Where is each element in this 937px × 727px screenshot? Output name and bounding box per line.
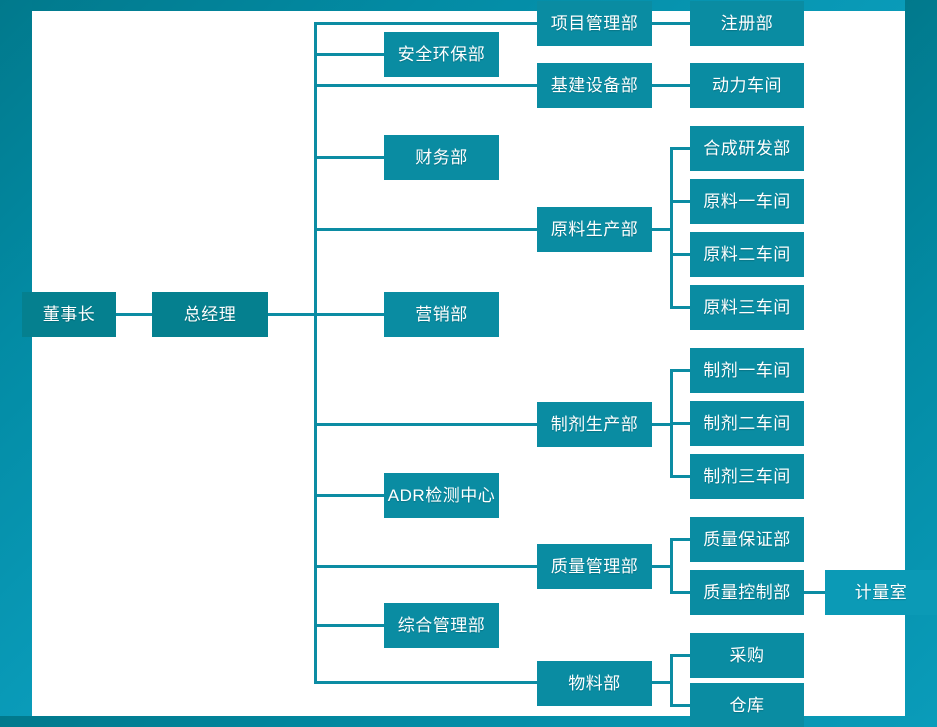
- connector-formprod-formws3: [670, 475, 691, 478]
- connector-trunk-safety: [314, 53, 386, 56]
- node-formulation-workshop-1[interactable]: 制剂一车间: [690, 348, 804, 393]
- frame-top-band: [0, 0, 937, 11]
- connector-quality-qc: [670, 591, 691, 594]
- connector-materialprod-rawws2: [670, 253, 691, 256]
- connector-materials-stem: [651, 681, 673, 684]
- node-general-management[interactable]: 综合管理部: [384, 603, 499, 648]
- connector-trunk-finance: [314, 156, 386, 159]
- connector-trunk-materials: [314, 681, 539, 684]
- connector-trunk-general: [314, 624, 386, 627]
- connector-project-register: [651, 22, 691, 25]
- connector-formprod-formws1: [670, 369, 691, 372]
- connector-materials-warehouse: [670, 704, 691, 707]
- node-adr-testing-center[interactable]: ADR检测中心: [384, 473, 499, 518]
- node-raw-workshop-3[interactable]: 原料三车间: [690, 285, 804, 330]
- connector-qc-metrology: [803, 591, 827, 594]
- node-raw-workshop-2[interactable]: 原料二车间: [690, 232, 804, 277]
- connector-formprod-formws2: [670, 422, 691, 425]
- node-infrastructure-equipment[interactable]: 基建设备部: [537, 63, 652, 108]
- connector-trunk-adr: [314, 494, 386, 497]
- frame-bottom-band: [0, 716, 937, 727]
- node-warehouse[interactable]: 仓库: [690, 683, 804, 727]
- frame-left-band: [0, 0, 32, 727]
- node-registration[interactable]: 注册部: [690, 1, 804, 46]
- node-synthesis-rnd[interactable]: 合成研发部: [690, 126, 804, 171]
- node-materials[interactable]: 物料部: [537, 661, 652, 706]
- node-quality-management[interactable]: 质量管理部: [537, 544, 652, 589]
- node-quality-control[interactable]: 质量控制部: [690, 570, 804, 615]
- connector-trunk-project: [314, 22, 539, 25]
- node-general-manager[interactable]: 总经理: [152, 292, 268, 337]
- node-power-workshop[interactable]: 动力车间: [690, 63, 804, 108]
- frame-right-band: [905, 0, 937, 727]
- connector-trunk-vertical: [314, 22, 317, 681]
- connector-materialprod-stem: [651, 228, 673, 231]
- connector-trunk-marketing: [314, 313, 386, 316]
- node-raw-material-production[interactable]: 原料生产部: [537, 207, 652, 252]
- connector-quality-spine: [670, 538, 673, 593]
- connector-materialprod-synth: [670, 147, 691, 150]
- connector-quality-qa: [670, 538, 691, 541]
- connector-formprod-stem: [651, 423, 673, 426]
- connector-materialprod-rawws1: [670, 200, 691, 203]
- node-safety-environment[interactable]: 安全环保部: [384, 32, 499, 77]
- connector-infra-power: [651, 84, 691, 87]
- node-marketing[interactable]: 营销部: [384, 292, 499, 337]
- connector-trunk-infra: [314, 84, 539, 87]
- node-raw-workshop-1[interactable]: 原料一车间: [690, 179, 804, 224]
- node-formulation-production[interactable]: 制剂生产部: [537, 402, 652, 447]
- connector-chairman-gm: [115, 313, 153, 316]
- node-finance[interactable]: 财务部: [384, 135, 499, 180]
- connector-trunk-materialprod: [314, 228, 539, 231]
- connector-quality-stem: [651, 565, 673, 568]
- node-formulation-workshop-2[interactable]: 制剂二车间: [690, 401, 804, 446]
- node-chairman[interactable]: 董事长: [22, 292, 116, 337]
- connector-materials-spine: [670, 654, 673, 705]
- connector-materials-purchase: [670, 654, 691, 657]
- node-project-management[interactable]: 项目管理部: [537, 1, 652, 46]
- node-metrology-room[interactable]: 计量室: [825, 570, 937, 615]
- node-quality-assurance[interactable]: 质量保证部: [690, 517, 804, 562]
- connector-materialprod-spine: [670, 147, 673, 307]
- node-purchasing[interactable]: 采购: [690, 633, 804, 678]
- connector-trunk-formprod: [314, 423, 539, 426]
- connector-trunk-quality: [314, 565, 539, 568]
- node-formulation-workshop-3[interactable]: 制剂三车间: [690, 454, 804, 499]
- connector-materialprod-rawws3: [670, 306, 691, 309]
